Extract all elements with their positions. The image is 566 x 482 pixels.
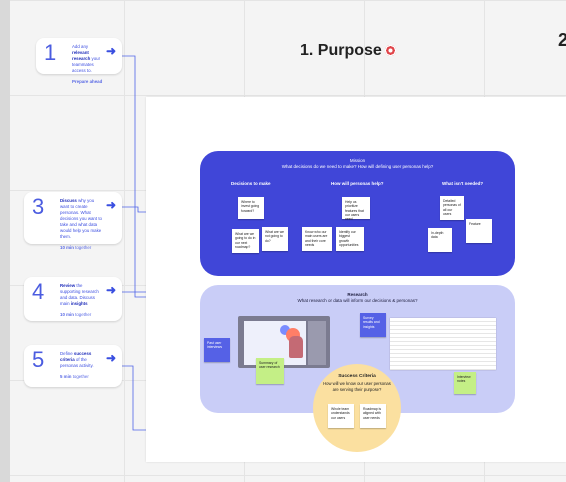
sticky-note[interactable]: Detailed personas of all our users [440,196,464,220]
mission-question: What decisions do we need to make? How w… [281,164,434,169]
step-card-1[interactable]: 1 ➜ Add any relevant research your teamm… [36,38,122,84]
mission-heading: Mission [349,158,366,163]
column-decisions: Decisions to make [231,181,271,186]
step-text: Review the supporting research and data.… [60,283,99,306]
column-not-needed: What isn't needed? [442,181,484,186]
sticky-note[interactable]: What are we going to do in our next road… [232,229,259,253]
frame-title-purpose: 1. Purpose [300,42,396,60]
sticky-note[interactable]: Interview notes [454,372,476,394]
sticky-note[interactable]: Know who our main users are and their co… [302,227,332,251]
sticky-note[interactable]: In-depth data [428,228,452,252]
research-screenshot[interactable] [238,316,330,368]
step-number: 5 [32,347,45,372]
arrow-right-icon: ➜ [105,351,116,365]
success-heading: Success Criteria [338,374,376,379]
arrow-right-icon: ➜ [105,44,116,58]
step-number: 1 [44,40,57,65]
sticky-note[interactable]: Roadmap is aligned with user needs [360,404,386,428]
research-document[interactable] [390,318,496,370]
step-card-3[interactable]: 3 ➜ Discuss why you want to create perso… [24,192,122,250]
research-heading: Research [347,292,368,297]
sticky-note[interactable]: Summary of user research [256,358,284,384]
step-text: Add any relevant research your teammates… [72,44,101,73]
frame-title-next: 2 [558,30,566,50]
step-card-5[interactable]: 5 ➜ Define success criteria of the perso… [24,345,122,387]
arrow-right-icon: ➜ [105,283,116,297]
sticky-note[interactable]: Whole team understands our users [328,404,354,428]
success-question: How will we know our user personas are s… [323,381,391,392]
target-icon [384,45,396,56]
sticky-note[interactable]: Identify our biggest growth opportunitie… [336,227,364,251]
research-header: Research What research or data will info… [200,292,515,304]
sticky-note[interactable]: Help us prioritize features that our use… [342,197,370,221]
success-criteria-section[interactable]: Success Criteria How will we know our us… [313,364,401,452]
step-duration: 10 min together [60,245,92,250]
sticky-note[interactable]: Survey results and insights [360,313,386,337]
step-number: 4 [32,279,45,304]
research-question: What research or data will inform our de… [297,298,418,303]
frame-title-text: 1. Purpose [300,42,382,59]
step-duration: Prepare ahead [72,79,103,84]
sticky-note[interactable]: Past user interviews [204,338,230,362]
step-duration: 5 min together [60,374,89,379]
mission-header: Mission What decisions do we need to mak… [200,158,515,170]
step-number: 3 [32,194,45,219]
step-text: Define success criteria of the personas … [60,351,94,368]
sticky-note[interactable]: Where to invest going forward? [238,197,264,219]
sticky-note[interactable]: Feature [466,219,492,243]
arrow-right-icon: ➜ [105,198,116,212]
step-card-4[interactable]: 4 ➜ Review the supporting research and d… [24,277,122,321]
step-text: Discuss why you want to create personas.… [60,198,102,239]
step-duration: 10 min together [60,312,92,317]
column-persona-help: How will personas help? [331,181,384,186]
sticky-note[interactable]: What are we not going to do? [262,227,288,251]
